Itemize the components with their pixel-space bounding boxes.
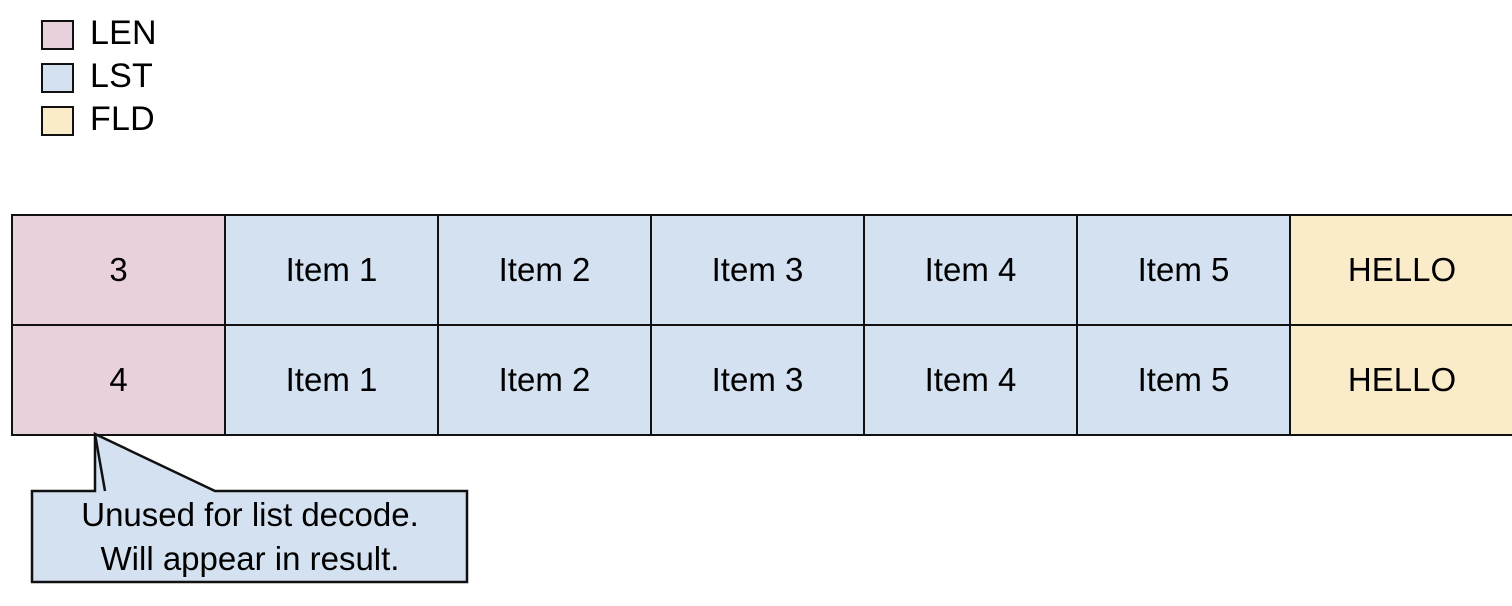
cell-field-row1: HELLO xyxy=(1289,214,1512,326)
cell-list-item-1-row2: Item 1 xyxy=(224,324,439,436)
legend-label-fld: FLD xyxy=(90,100,155,138)
cell-len-row1: 3 xyxy=(11,214,226,326)
legend-label-len: LEN xyxy=(90,14,157,52)
cell-list-item-2-row1: Item 2 xyxy=(437,214,652,326)
cell-list-item-3-row1: Item 3 xyxy=(650,214,865,326)
callout-balloon-path xyxy=(30,432,469,584)
record-layout-table: 3 Item 1 Item 2 Item 3 Item 4 Item 5 HEL… xyxy=(11,214,1512,436)
callout-balloon-shape xyxy=(30,432,469,584)
cell-list-item-4-row1: Item 4 xyxy=(863,214,1078,326)
table-row: 4 Item 1 Item 2 Item 3 Item 4 Item 5 HEL… xyxy=(11,324,1512,436)
callout-annotation: Unused for list decode. Will appear in r… xyxy=(0,428,500,598)
cell-list-item-1-row1: Item 1 xyxy=(224,214,439,326)
cell-len-row2: 4 xyxy=(11,324,226,436)
cell-list-item-5-row2: Item 5 xyxy=(1076,324,1291,436)
cell-field-row2: HELLO xyxy=(1289,324,1512,436)
cell-list-item-3-row2: Item 3 xyxy=(650,324,865,436)
cell-list-item-4-row2: Item 4 xyxy=(863,324,1078,436)
legend-item-len: LEN xyxy=(41,14,461,61)
legend-swatch-len xyxy=(41,20,74,50)
legend-swatch-fld xyxy=(41,106,74,136)
legend-item-fld: FLD xyxy=(41,100,461,147)
callout-tail-left-edge xyxy=(93,433,107,492)
table-row: 3 Item 1 Item 2 Item 3 Item 4 Item 5 HEL… xyxy=(11,214,1512,326)
cell-list-item-5-row1: Item 5 xyxy=(1076,214,1291,326)
cell-list-item-2-row2: Item 2 xyxy=(437,324,652,436)
legend-label-lst: LST xyxy=(90,57,153,95)
legend: LEN LST FLD xyxy=(41,14,461,147)
legend-item-lst: LST xyxy=(41,57,461,104)
legend-swatch-lst xyxy=(41,63,74,93)
